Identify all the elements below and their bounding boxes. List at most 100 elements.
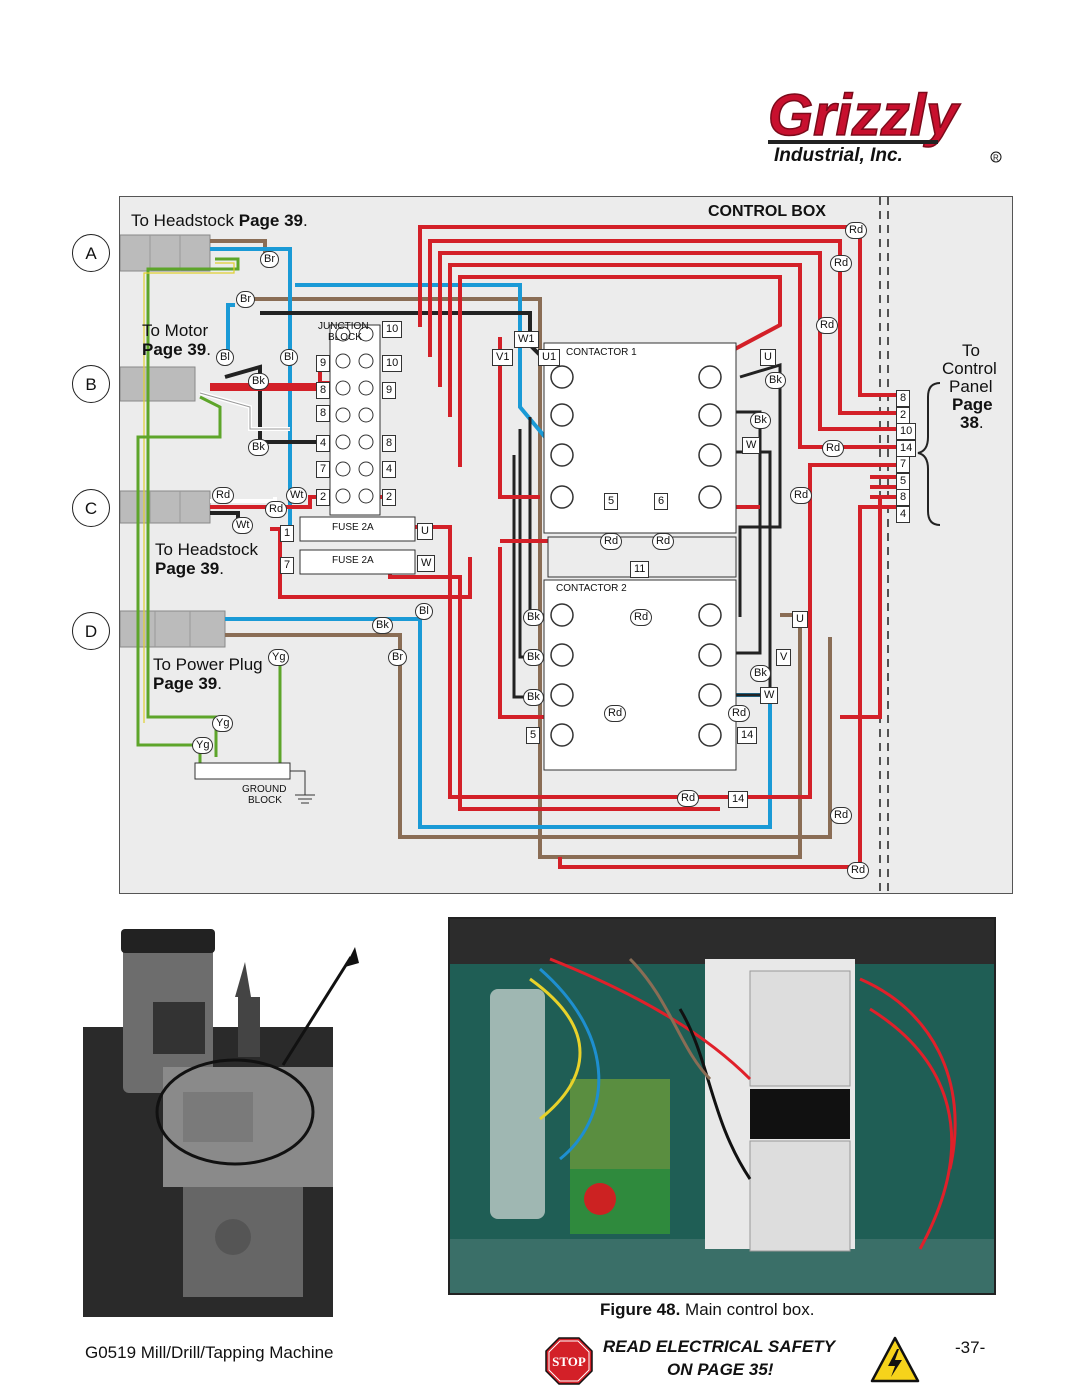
wire-tag: Rd (830, 255, 853, 272)
wire-tag: Rd (652, 533, 675, 550)
contactor-1-shape (543, 342, 737, 534)
junction-block-label-1: JUNCTION (318, 321, 369, 332)
wire-tag: Wt (232, 517, 254, 534)
wire-tag: Bk (523, 689, 544, 706)
control-box-title: CONTROL BOX (708, 203, 826, 220)
cable-bundle-b (120, 366, 196, 402)
phase-label: W1 (514, 331, 539, 348)
phase-label: V1 (492, 349, 514, 366)
terminal-number: 10 (382, 355, 403, 372)
wire-tag: Bk (750, 665, 771, 682)
machine-photo (83, 917, 371, 1317)
wire-tag: Bk (765, 372, 786, 389)
wire-tag: Bl (216, 349, 234, 366)
panel-terminal-7: 8 (896, 489, 911, 506)
wire-tag: Br (388, 649, 407, 666)
wire-tag: Br (260, 251, 279, 268)
cable-bundle-c (120, 490, 211, 524)
wire-tag: Rd (845, 222, 868, 239)
wire-tag: Rd (604, 705, 627, 722)
wire-tag: Yg (192, 737, 214, 754)
wire-tag: Rd (822, 440, 845, 457)
wire-tag: Rd (212, 487, 235, 504)
section-label-c: C (72, 489, 110, 527)
phase-label: V (776, 649, 792, 666)
safety-line-1: READ ELECTRICAL SAFETY (603, 1337, 836, 1356)
fuse-2 (299, 549, 416, 575)
phase-label: W (417, 555, 436, 572)
contactor-1-label: CONTACTOR 1 (566, 347, 637, 358)
terminal-number: 2 (316, 489, 331, 506)
to-control-panel-line3: Panel (949, 377, 993, 396)
phase-label: U1 (538, 349, 561, 366)
fuse-1-label: FUSE 2A (332, 522, 374, 533)
wire-tag: Rd (265, 501, 288, 518)
wire-tag: Wt (286, 487, 308, 504)
page-number: -37- (955, 1338, 986, 1357)
electrical-warning-icon (870, 1335, 920, 1385)
section-label-b: B (72, 365, 110, 403)
to-headstock-top-label: To Headstock Page 39. (131, 211, 308, 230)
cable-bundle-a (120, 234, 211, 272)
wire-tag: Rd (790, 487, 813, 504)
wire-tag: Bk (248, 439, 269, 456)
terminal-number: 7 (316, 461, 331, 478)
junction-block-label-2: BLOCK (328, 332, 362, 343)
wire-tag: Bk (523, 609, 544, 626)
wire-tag: Yg (212, 715, 234, 732)
contactor-2-label: CONTACTOR 2 (556, 583, 627, 594)
phase-label: U (792, 611, 808, 628)
junction-block (329, 324, 381, 516)
wire-tag: Yg (268, 649, 290, 666)
terminal-number: 10 (382, 321, 403, 338)
phase-label: U (417, 523, 433, 540)
terminal-number: 9 (316, 355, 331, 372)
panel-terminal-1: 8 (896, 390, 911, 407)
wire-tag: Br (236, 291, 255, 308)
terminal-number: 5 (604, 493, 619, 510)
to-motor-page: Page 39. (142, 340, 211, 359)
ground-block-shape (194, 762, 291, 780)
ground-block-label-2: BLOCK (248, 795, 282, 806)
to-control-panel-number: 38. (960, 413, 984, 432)
panel-terminal-2: 2 (896, 406, 911, 424)
to-headstock-mid-label: To Headstock (155, 540, 258, 559)
wire-tag: Bk (523, 649, 544, 666)
figure-caption: Figure 48. Main control box. (600, 1300, 815, 1319)
terminal-number: 11 (630, 561, 650, 578)
to-control-panel-line2: Control (942, 359, 997, 378)
to-control-panel-line1: To (962, 341, 980, 360)
phase-label: W (742, 437, 761, 454)
panel-terminal-8: 4 (896, 505, 911, 523)
stop-icon: STOP (545, 1337, 593, 1385)
terminal-number: 9 (382, 382, 397, 399)
terminal-number: 8 (316, 405, 331, 422)
to-control-panel-page: Page (952, 395, 993, 414)
wire-tag: Rd (630, 609, 653, 626)
wire-tag: Bl (280, 349, 298, 366)
wire-tag: Bk (750, 412, 771, 429)
terminal-number: 6 (654, 493, 669, 510)
terminal-number: 14 (728, 791, 749, 808)
wire-tag: Bl (415, 603, 433, 620)
terminal-number: 14 (737, 727, 758, 744)
control-box-photo (448, 917, 996, 1295)
terminal-number: 7 (280, 557, 295, 574)
fuse-1 (299, 516, 416, 542)
to-headstock-mid-page: Page 39. (155, 559, 224, 578)
cable-bundle-d (120, 610, 226, 648)
logo-word: Grizzly (768, 85, 961, 148)
phase-label: U (760, 349, 776, 366)
stop-text: STOP (552, 1354, 586, 1369)
to-power-plug-label: To Power Plug (153, 655, 263, 674)
grizzly-logo: Grizzly Industrial, Inc. R (760, 82, 1010, 170)
phase-label: W (760, 687, 779, 704)
wire-tag: Rd (728, 705, 751, 722)
terminal-number: 1 (280, 525, 295, 542)
terminal-number: 2 (382, 489, 397, 506)
terminal-number: 4 (382, 461, 397, 478)
wire-tag: Bk (372, 617, 393, 634)
panel-terminal-4: 14 (896, 439, 917, 457)
fuse-2-label: FUSE 2A (332, 555, 374, 566)
ground-block-label-1: GROUND (242, 784, 287, 795)
